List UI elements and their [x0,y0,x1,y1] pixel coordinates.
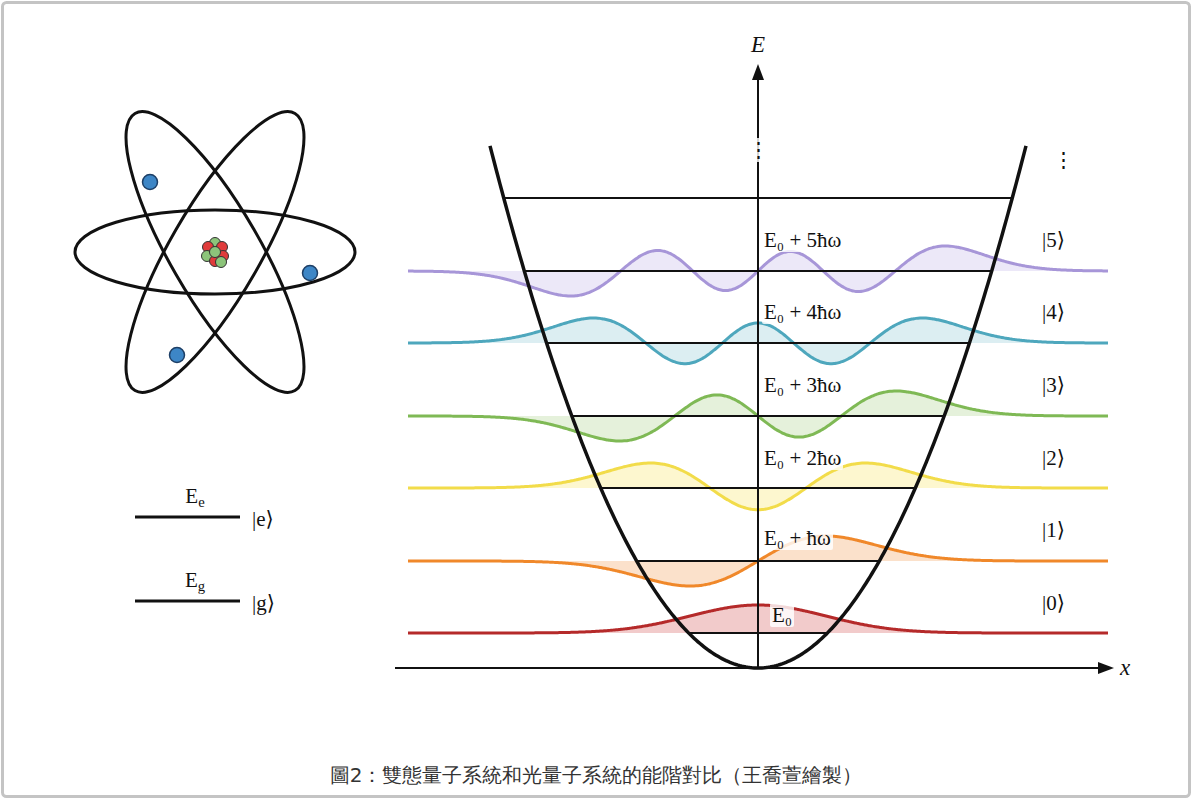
energy-label: E₀ + 3ħω [762,373,843,397]
ket-label: |5⟩ [1040,228,1067,252]
energy-level-line [135,600,240,603]
electron [303,266,318,281]
energy-label: E₀ + 2ħω [762,446,843,470]
ket-label: |3⟩ [1040,373,1067,397]
ket-label: |1⟩ [1040,518,1067,542]
nucleon [216,257,227,268]
ellipsis: ⋮ [746,138,771,162]
energy-label: E₀ + 5ħω [762,228,843,252]
atom-icon [75,91,355,413]
figure-frame [3,3,1190,797]
energy-label: Eg [183,568,207,592]
axis-label: x [1118,655,1132,681]
electron-orbit [96,91,334,413]
energy-label: E₀ [770,603,794,627]
ket-label: |0⟩ [1040,591,1067,615]
ket-label: |2⟩ [1040,446,1067,470]
nucleon [210,247,221,258]
axis-label: E [749,32,767,58]
arrowhead [1098,662,1114,674]
energy-axis [757,74,759,668]
position-axis [395,667,1104,669]
energy-level-line [135,516,240,519]
ket-label: |g⟩ [250,591,277,615]
electron [170,348,185,363]
energy-label: E₀ + 4ħω [762,300,843,324]
electron-orbit [96,91,334,413]
energy-label: E₀ + ħω [762,526,833,550]
ket-label: |e⟩ [250,507,276,531]
figure-caption: 圖2：雙態量子系統和光量子系統的能階對比（王喬萱繪製） [330,764,863,787]
energy-label: Ee [183,484,206,508]
electron-orbit [75,210,355,294]
electron [143,175,158,190]
ket-label: |4⟩ [1040,300,1067,324]
arrowhead [752,64,764,80]
ellipsis: ⋮ [1051,148,1076,172]
